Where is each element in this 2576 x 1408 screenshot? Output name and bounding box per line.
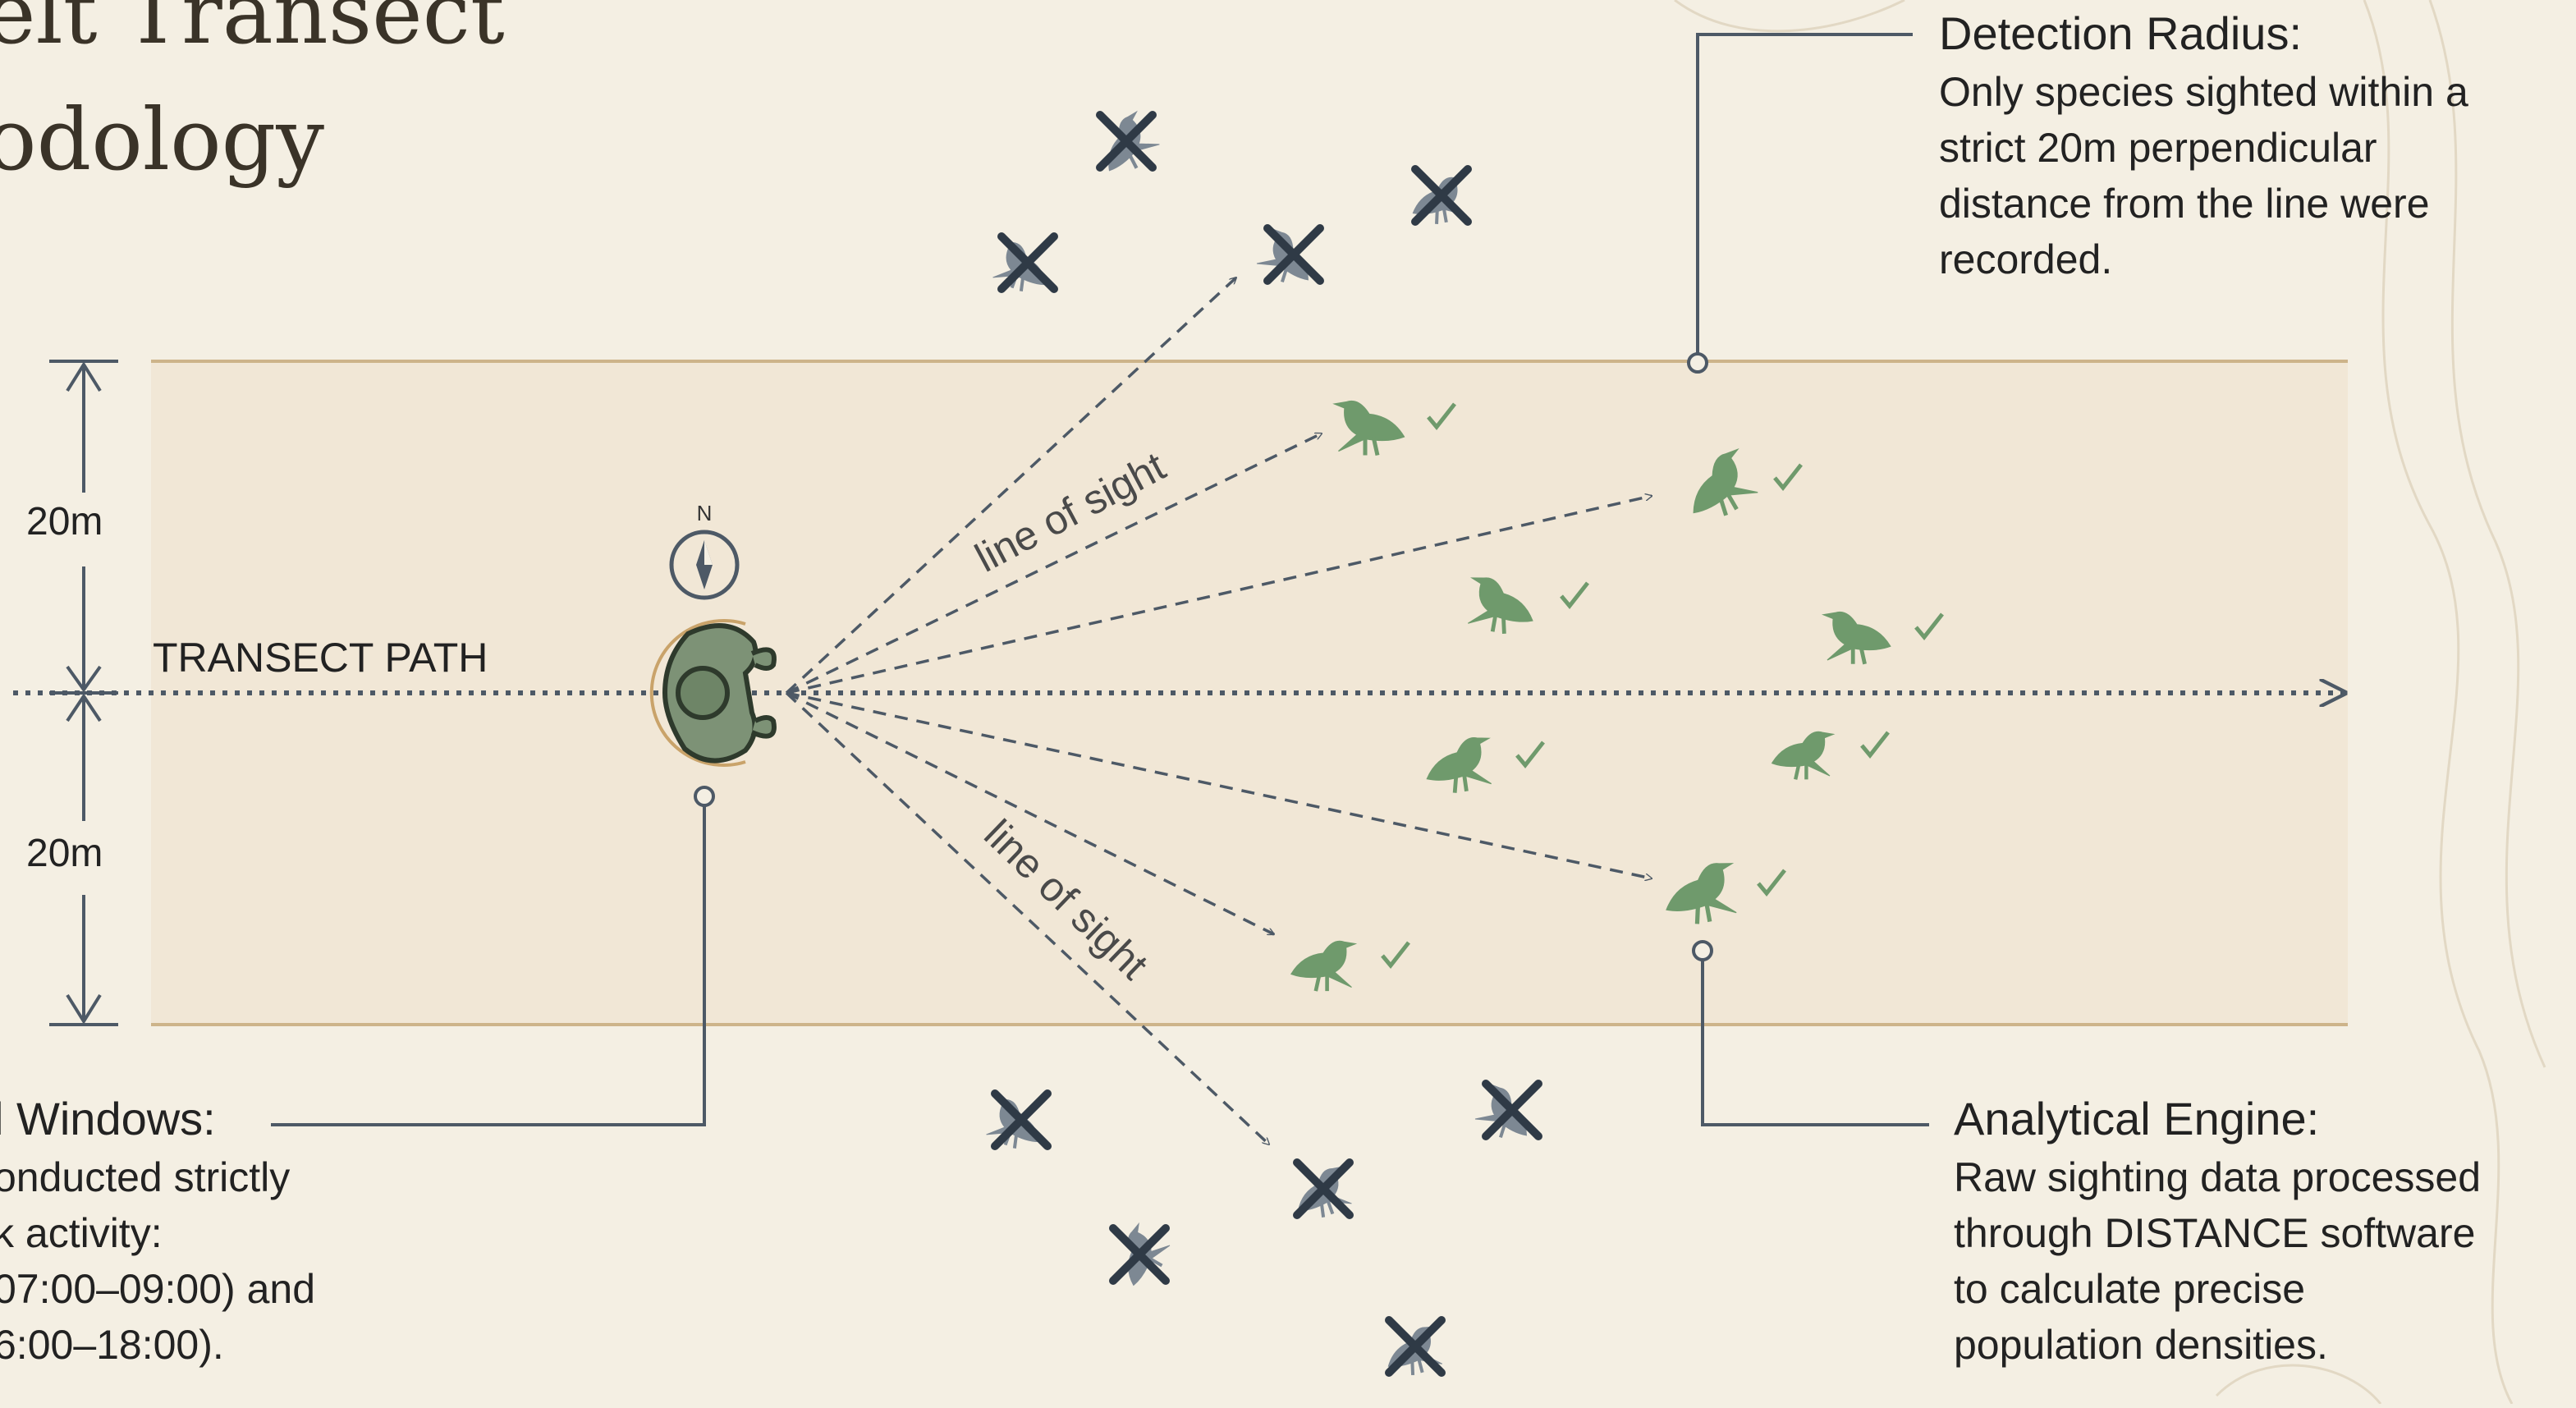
survey-windows-line: 6:00–18:00).: [0, 1317, 315, 1373]
survey-windows-title: l Windows:: [0, 1092, 216, 1145]
survey-windows-line: k activity:: [0, 1205, 315, 1261]
analytical-engine-line: through DISTANCE software: [1954, 1205, 2481, 1261]
transect-path-label: TRANSECT PATH: [153, 634, 488, 681]
detection-radius-line: distance from the line were: [1939, 176, 2468, 232]
detection-radius-line: recorded.: [1939, 232, 2468, 287]
detection-band: [151, 361, 2348, 1025]
survey-windows-body: onducted strictly k activity: 07:00–09:0…: [0, 1149, 315, 1373]
analytical-engine-body: Raw sighting data processed through DIST…: [1954, 1149, 2481, 1373]
page-title-line2: odology: [0, 97, 324, 182]
dimension-upper-label: 20m: [21, 496, 108, 548]
survey-windows-line: onducted strictly: [0, 1149, 315, 1205]
analytical-engine-title: Analytical Engine:: [1954, 1092, 2319, 1145]
dimension-markers: [49, 361, 118, 1025]
detection-radius-body: Only species sighted within a strict 20m…: [1939, 64, 2468, 287]
compass-north-label: N: [697, 501, 713, 525]
analytical-engine-line: Raw sighting data processed: [1954, 1149, 2481, 1205]
survey-windows-line: 07:00–09:00) and: [0, 1261, 315, 1317]
page-title-line1: elt Transect: [0, 0, 505, 56]
cross-icon: [1415, 169, 1468, 222]
dimension-lower-label: 20m: [21, 828, 108, 879]
analytical-engine-line: population densities.: [1954, 1317, 2481, 1373]
analytical-engine-line: to calculate precise: [1954, 1261, 2481, 1317]
detection-radius-title: Detection Radius:: [1939, 7, 2302, 60]
cross-icon: [1389, 1320, 1442, 1373]
detection-radius-line: Only species sighted within a: [1939, 64, 2468, 120]
detection-radius-line: strict 20m perpendicular: [1939, 120, 2468, 176]
